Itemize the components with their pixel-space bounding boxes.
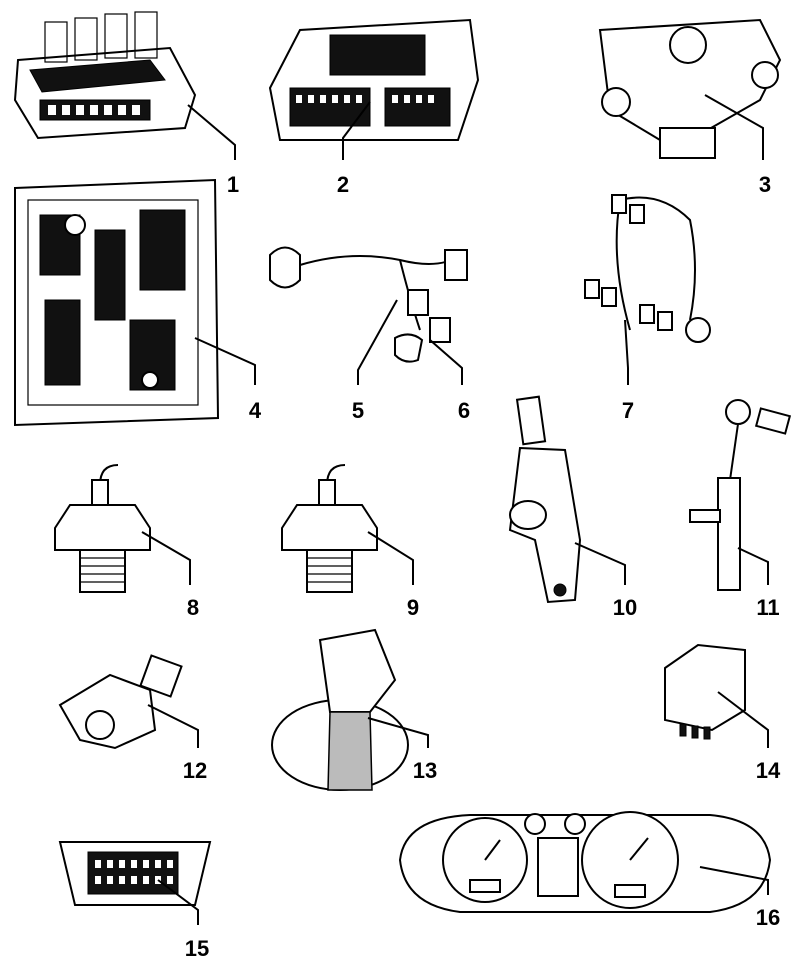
callout-6: 6 <box>458 398 470 423</box>
callout-2: 2 <box>337 172 349 197</box>
callout-10: 10 <box>613 595 637 620</box>
callout-8: 8 <box>187 595 199 620</box>
part-13-gear-selector <box>271 628 409 791</box>
part-9-pressure-switch <box>281 464 378 593</box>
part-2-ecu <box>268 18 480 141</box>
part-6-sensor <box>394 317 451 363</box>
callout-3: 3 <box>759 172 771 197</box>
callout-1: 1 <box>227 172 239 197</box>
callouts: 1 2 3 4 5 6 7 8 9 10 11 12 13 14 15 16 <box>183 172 781 961</box>
part-14-relay <box>664 643 746 740</box>
callout-5: 5 <box>352 398 364 423</box>
part-7-solenoid-harness <box>584 194 711 343</box>
callout-9: 9 <box>407 595 419 620</box>
part-5-harness <box>269 246 468 331</box>
leader-lines <box>141 94 769 925</box>
callout-14: 14 <box>756 758 781 783</box>
callout-13: 13 <box>413 758 437 783</box>
part-1-control-module <box>13 11 197 140</box>
part-8-pressure-switch <box>54 464 151 593</box>
part-10-speed-sensor <box>508 395 582 604</box>
callout-16: 16 <box>756 905 780 930</box>
part-4-valve-body <box>14 178 220 427</box>
part-12-solenoid <box>58 654 183 750</box>
callout-7: 7 <box>622 398 634 423</box>
callout-15: 15 <box>185 936 209 961</box>
callout-4: 4 <box>249 398 262 423</box>
part-16-instrument-cluster <box>398 811 772 913</box>
callout-12: 12 <box>183 758 207 783</box>
callout-11: 11 <box>756 595 779 620</box>
part-3-range-switch <box>598 18 782 159</box>
part-15-diagnostic-connector <box>58 841 212 906</box>
part-11-sensor <box>689 399 792 591</box>
